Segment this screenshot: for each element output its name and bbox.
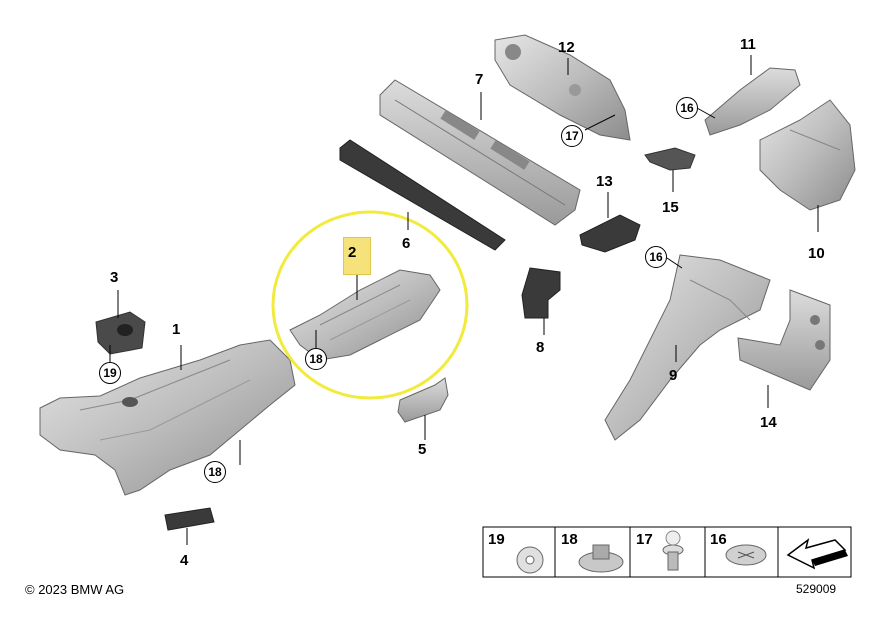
circled-ref-18: 18 <box>204 461 226 483</box>
callout-1: 1 <box>172 321 181 338</box>
callout-3: 3 <box>110 269 119 286</box>
circled-ref-17: 17 <box>561 125 583 147</box>
table-num-19: 19 <box>488 531 505 548</box>
part-8-block <box>521 267 561 319</box>
copyright-text: © 2023 BMW AG <box>25 582 125 597</box>
callout-10: 10 <box>808 245 825 262</box>
part-6-foam-strip <box>339 139 506 251</box>
nut-washer-icon <box>578 544 624 573</box>
callout-4: 4 <box>180 552 189 569</box>
table-num-17: 17 <box>636 531 653 548</box>
part-4-foam <box>164 507 215 531</box>
part-10-cover <box>759 99 856 211</box>
callout-15: 15 <box>662 199 679 216</box>
callout-12: 12 <box>558 39 575 56</box>
callout-13: 13 <box>596 173 613 190</box>
callout-14: 14 <box>760 414 777 431</box>
part-3-block <box>95 311 146 355</box>
document-number: 529009 <box>796 582 837 596</box>
part-2-heat-shield <box>289 269 441 361</box>
part-15-tab <box>644 147 696 171</box>
circled-ref-16: 16 <box>676 97 698 119</box>
expanding-clip-icon <box>725 544 767 566</box>
callout-7: 7 <box>475 71 484 88</box>
callout-2: 2 <box>348 244 357 261</box>
part-14-shield <box>737 289 831 391</box>
arrow-icon <box>786 538 848 570</box>
callout-11: 11 <box>740 36 756 53</box>
callout-9: 9 <box>669 367 678 384</box>
callout-8: 8 <box>536 339 545 356</box>
part-9-panel <box>604 254 771 441</box>
callout-2-highlight <box>343 237 371 275</box>
table-num-16: 16 <box>710 531 727 548</box>
push-rivet-icon <box>662 530 684 571</box>
callout-6: 6 <box>402 235 411 252</box>
leader-lines <box>109 55 819 545</box>
part-7-rail <box>379 79 581 226</box>
part-1-insulation <box>39 339 296 496</box>
highlight-ring <box>271 210 469 400</box>
part-12-panel <box>494 34 631 141</box>
circled-ref-16: 16 <box>645 246 667 268</box>
part-11-bracket <box>704 67 801 136</box>
table-num-18: 18 <box>561 531 578 548</box>
callout-5: 5 <box>418 441 427 458</box>
circled-ref-19: 19 <box>99 362 121 384</box>
part-5-bracket <box>397 377 449 423</box>
circled-ref-18: 18 <box>305 348 327 370</box>
rosette-clip-icon <box>516 546 544 574</box>
part-13-pad <box>579 214 641 253</box>
